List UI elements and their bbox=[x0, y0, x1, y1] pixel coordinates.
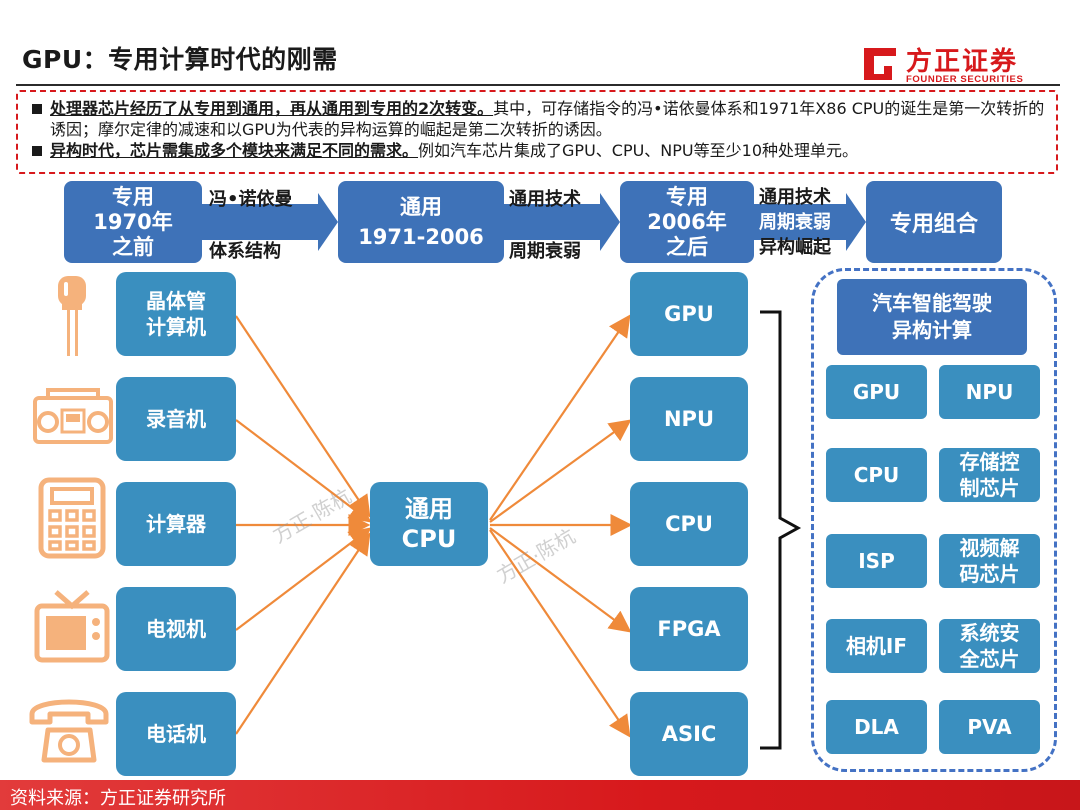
summary-bullet-1-bold: 处理器芯片经历了从专用到通用，再从通用到专用的2次转变。 bbox=[50, 99, 494, 118]
auto-cell-pva: PVA bbox=[939, 700, 1040, 754]
auto-hetero-panel bbox=[811, 268, 1057, 772]
stage2-line2: 1971-2006 bbox=[358, 225, 484, 249]
auto-cell-storage-ctrl: 存储控 制芯片 bbox=[939, 448, 1040, 502]
chip-gpu: GPU bbox=[630, 272, 748, 356]
connector-transistor-cpu bbox=[235, 315, 371, 518]
connector-cpu-npu bbox=[489, 419, 632, 523]
arrow3-label-2: 周期衰弱 bbox=[759, 212, 831, 233]
calculator-icon bbox=[38, 477, 106, 559]
auto-cell-camera-if: 相机IF bbox=[826, 619, 927, 673]
founder-logo-mark-icon bbox=[864, 48, 896, 80]
title-divider bbox=[16, 84, 1060, 86]
summary-bullet-1-text: 其中，可存储指令的冯•诺依曼体系和1971年X86 CPU的诞生是第一次转折的诱… bbox=[50, 99, 1045, 139]
telephone-icon bbox=[29, 699, 109, 763]
timeline-stage-special-post2006: 专用 2006年 之后 bbox=[620, 181, 754, 263]
watermark-2: 方正·陈杭 bbox=[492, 523, 580, 588]
summary-box: 处理器芯片经历了从专用到通用，再从通用到专用的2次转变。其中，可存储指令的冯•诺… bbox=[16, 90, 1058, 174]
transistor-icon bbox=[58, 276, 86, 356]
auto-cell-cpu: CPU bbox=[826, 448, 927, 502]
stage1-line2: 1970年 bbox=[93, 209, 173, 234]
timeline-stage-general: 通用 1971-2006 bbox=[338, 181, 504, 263]
general-cpu-box: 通用 CPU bbox=[370, 482, 488, 566]
arrow3-label-1: 通用技术 bbox=[759, 187, 831, 208]
summary-bullet-1: 处理器芯片经历了从专用到通用，再从通用到专用的2次转变。其中，可存储指令的冯•诺… bbox=[32, 98, 1048, 140]
group-brace bbox=[760, 310, 802, 750]
auto-cell-isp: ISP bbox=[826, 534, 927, 588]
device-television: 电视机 bbox=[116, 587, 236, 671]
timeline-stage-special-pre1970: 专用 1970年 之前 bbox=[64, 181, 202, 263]
footer-source: 资料来源：方正证券研究所 bbox=[10, 788, 226, 809]
page-title: GPU：专用计算时代的刚需 bbox=[22, 45, 338, 74]
chip-asic: ASIC bbox=[630, 692, 748, 776]
chip-npu: NPU bbox=[630, 377, 748, 461]
radio-icon bbox=[33, 388, 113, 444]
founder-logo: 方正证券 FOUNDER SECURITIES bbox=[860, 40, 1040, 88]
connector-tv-cpu bbox=[235, 527, 372, 631]
auto-cell-security: 系统安 全芯片 bbox=[939, 619, 1040, 673]
arrow1-label-top: 冯•诺依曼 bbox=[209, 189, 293, 210]
arrow2-label-top: 通用技术 bbox=[509, 189, 581, 210]
summary-bullet-2: 异构时代，芯片需集成多个模块来满足不同的需求。例如汽车芯片集成了GPU、CPU、… bbox=[32, 140, 1048, 161]
connector-phone-cpu bbox=[235, 532, 371, 735]
auto-cell-npu: NPU bbox=[939, 365, 1040, 419]
device-telephone: 电话机 bbox=[116, 692, 236, 776]
auto-cell-dla: DLA bbox=[826, 700, 927, 754]
device-transistor-computer: 晶体管 计算机 bbox=[116, 272, 236, 356]
stage2-line1: 通用 bbox=[400, 195, 442, 219]
tv-icon bbox=[34, 590, 110, 663]
footer-bar bbox=[0, 780, 1080, 810]
auto-cell-gpu: GPU bbox=[826, 365, 927, 419]
arrow1-label-bottom: 体系结构 bbox=[209, 241, 281, 262]
logo-text-cn: 方正证券 bbox=[906, 47, 1019, 77]
auto-panel-title: 汽车智能驾驶 异构计算 bbox=[837, 279, 1027, 355]
stage1-line3: 之前 bbox=[111, 234, 154, 259]
watermark-1: 方正·陈杭 bbox=[268, 483, 356, 548]
chip-fpga: FPGA bbox=[630, 587, 748, 671]
summary-bullet-2-bold: 异构时代，芯片需集成多个模块来满足不同的需求。 bbox=[50, 141, 419, 160]
device-tape-recorder: 录音机 bbox=[116, 377, 236, 461]
device-calculator: 计算器 bbox=[116, 482, 236, 566]
connector-cpu-gpu bbox=[489, 314, 631, 521]
timeline-stage-special-combo: 专用组合 bbox=[866, 181, 1002, 263]
stage3-line3: 之后 bbox=[665, 234, 708, 259]
stage1-line1: 专用 bbox=[111, 184, 154, 209]
chip-cpu: CPU bbox=[630, 482, 748, 566]
stage3-line2: 2006年 bbox=[647, 209, 727, 234]
arrow3-label-3: 异构崛起 bbox=[759, 237, 831, 258]
auto-cell-video-decode: 视频解 码芯片 bbox=[939, 534, 1040, 588]
stage3-line1: 专用 bbox=[665, 184, 708, 209]
logo-text-en: FOUNDER SECURITIES bbox=[906, 74, 1024, 85]
arrow2-label-bottom: 周期衰弱 bbox=[509, 241, 581, 262]
summary-bullet-2-text: 例如汽车芯片集成了GPU、CPU、NPU等至少10种处理单元。 bbox=[418, 141, 858, 160]
